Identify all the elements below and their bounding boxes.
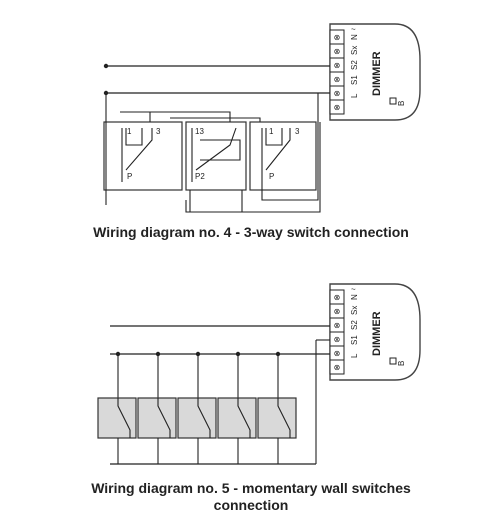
dimmer-title-2: DIMMER	[371, 311, 383, 356]
b-button-label: B	[397, 101, 406, 106]
switch-middle	[185, 121, 247, 191]
svg-text:⊗: ⊗	[334, 363, 341, 372]
terminal-s1-label-2: S1	[350, 335, 359, 345]
svg-text:⊗: ⊗	[334, 349, 341, 358]
terminal-s2-label-2: S2	[350, 320, 359, 330]
svg-text:⊗: ⊗	[334, 103, 341, 112]
switch-left	[103, 121, 183, 191]
b-button-label-2: B	[397, 361, 406, 366]
terminal-block: ⊗ ⊗ ⊗ ⊗ ⊗ ⊗	[329, 29, 345, 115]
middle-switch-p2: P2	[195, 172, 205, 181]
terminal-s1-label: S1	[350, 75, 359, 85]
svg-text:⊗: ⊗	[334, 89, 341, 98]
left-switch-3: 3	[156, 127, 161, 136]
terminal-sx-label: Sx	[350, 46, 359, 55]
terminal-n-label: N	[350, 34, 359, 40]
momentary-switch-group	[97, 351, 297, 464]
terminal-block-2: ⊗ ⊗ ⊗ ⊗ ⊗ ⊗	[329, 289, 345, 375]
svg-text:⊗: ⊗	[334, 307, 341, 316]
terminal-n-label-2: N	[350, 294, 359, 300]
svg-text:⊗: ⊗	[334, 33, 341, 42]
caption-diagram-5-line2: connection	[213, 497, 289, 513]
svg-text:⊗: ⊗	[334, 75, 341, 84]
svg-text:⊗: ⊗	[334, 61, 341, 70]
load-symbol: ~	[351, 25, 356, 34]
terminal-l-label-2: L	[350, 353, 359, 358]
b-button	[389, 97, 397, 105]
switch-right	[249, 121, 317, 191]
svg-text:⊗: ⊗	[334, 321, 341, 330]
caption-diagram-5: Wiring diagram no. 5 - momentary wall sw…	[0, 480, 502, 514]
dimmer-module	[329, 23, 421, 121]
wiring-diagram-momentary: ⊗ ⊗ ⊗ ⊗ ⊗ ⊗ N Sx S2 S1 L ~ DIMMER B	[97, 283, 421, 465]
dimmer-title: DIMMER	[371, 51, 383, 96]
svg-text:⊗: ⊗	[334, 47, 341, 56]
terminal-l-label: L	[350, 93, 359, 98]
caption-diagram-5-line1: Wiring diagram no. 5 - momentary wall sw…	[91, 480, 411, 496]
right-switch-1: 1	[269, 127, 274, 136]
b-button-2	[389, 357, 397, 365]
right-switch-3: 3	[295, 127, 300, 136]
caption-diagram-4: Wiring diagram no. 4 - 3-way switch conn…	[93, 224, 409, 240]
right-switch-p: P	[269, 172, 274, 181]
left-switch-p: P	[127, 172, 132, 181]
middle-switch-13: 13	[195, 127, 204, 136]
svg-text:⊗: ⊗	[334, 293, 341, 302]
load-symbol-2: ~	[351, 285, 356, 294]
wiring-diagram-3-way: ⊗ ⊗ ⊗ ⊗ ⊗ ⊗ N Sx S2 S1 L ~ DIMMER B 1 3 …	[103, 23, 421, 213]
svg-text:⊗: ⊗	[334, 335, 341, 344]
terminal-s2-label: S2	[350, 60, 359, 70]
momentary-switch-1	[97, 397, 137, 439]
dimmer-module-2	[329, 283, 421, 381]
left-switch-1: 1	[127, 127, 132, 136]
terminal-sx-label-2: Sx	[350, 306, 359, 315]
